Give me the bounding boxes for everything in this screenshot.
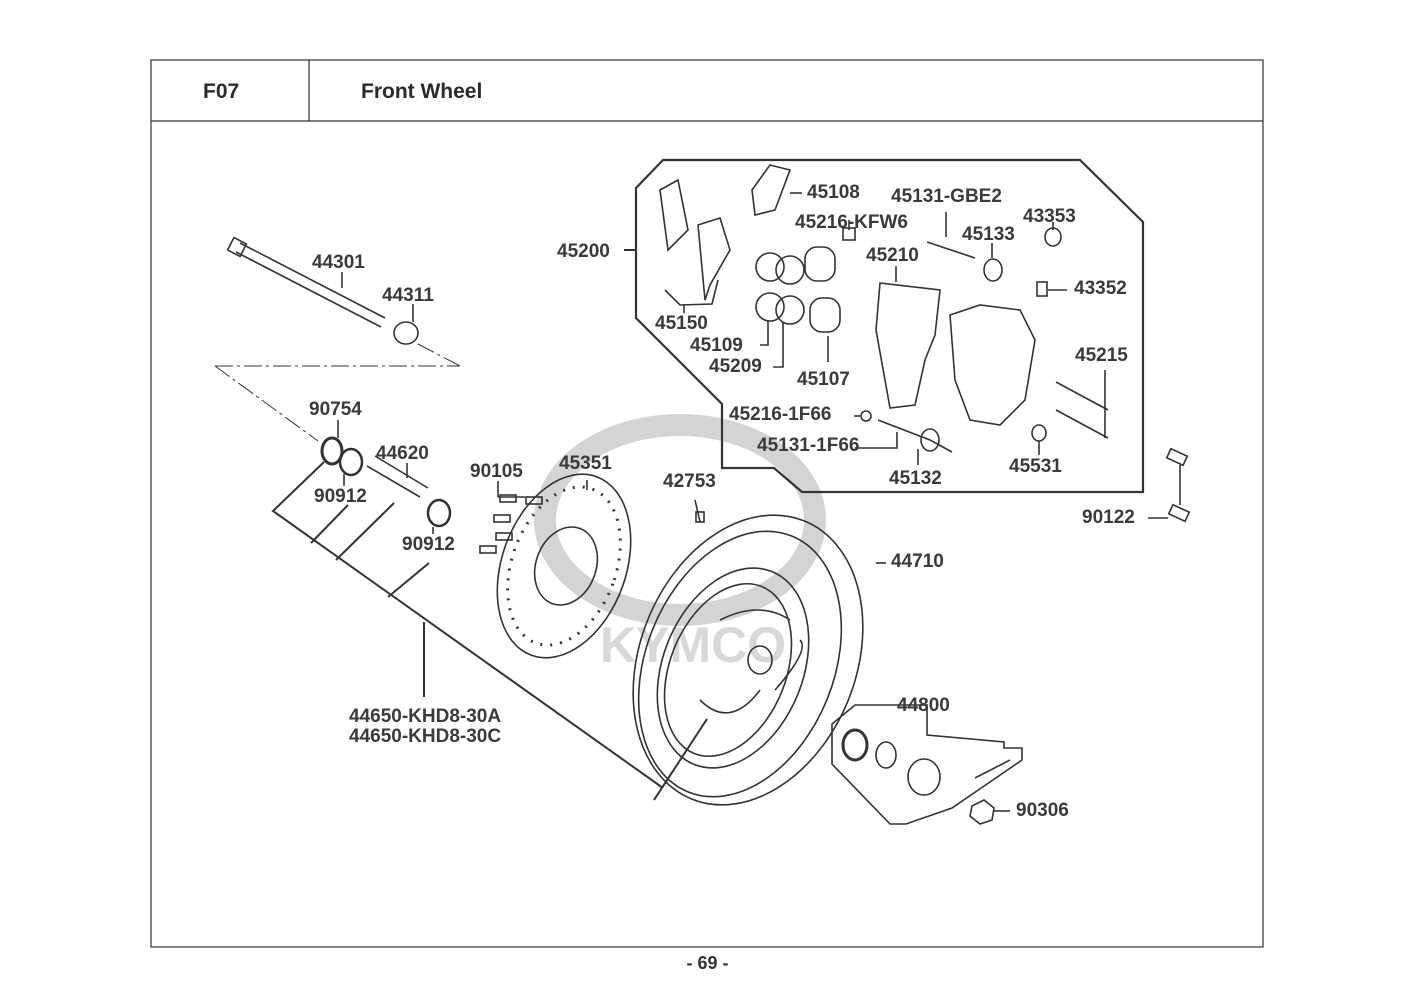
part-label: 45132 (889, 468, 942, 489)
brake-disc-45351 (496, 473, 632, 659)
kymco-watermark-logo: KYMCO (534, 414, 826, 673)
part-label: 45108 (807, 182, 860, 203)
speedometer-gear-44800 (831, 704, 1023, 825)
part-label: 44650-KHD8-30C (349, 726, 502, 747)
part-label: 90912 (402, 534, 455, 555)
part-label: 45131-1F66 (757, 435, 860, 456)
part-label: 42753 (663, 471, 716, 492)
hub-assembly-leader (271, 461, 664, 789)
part-label: 90306 (1016, 800, 1069, 821)
part-label: 44800 (897, 695, 950, 716)
dashed-axis-lines (214, 343, 461, 442)
page-frame (150, 59, 1264, 948)
part-label: 90105 (470, 461, 523, 482)
part-label: 90912 (314, 486, 367, 507)
part-label: 44650-KHD8-30A (349, 706, 502, 727)
part-label: 45131-GBE2 (891, 186, 1002, 207)
section-title: Front Wheel (361, 80, 483, 103)
part-label: 45109 (690, 335, 743, 356)
disc-bolts-90105 (479, 481, 543, 554)
part-label: 45210 (866, 245, 919, 266)
page-number: - 69 - (686, 953, 729, 973)
part-label: 45216-KFW6 (795, 212, 908, 233)
front-wheel-44710 (632, 499, 886, 806)
part-label: 44620 (376, 443, 429, 464)
bolts-90122 (1148, 447, 1191, 523)
part-label: 45351 (559, 453, 612, 474)
section-code: F07 (203, 80, 240, 103)
part-label: 90122 (1082, 507, 1135, 528)
part-label: 45133 (962, 224, 1015, 245)
part-label: 45531 (1009, 456, 1062, 477)
svg-text:KYMCO: KYMCO (600, 617, 786, 673)
part-label: 90754 (309, 399, 362, 420)
part-label: 45209 (709, 356, 762, 377)
part-label: 44311 (382, 285, 434, 306)
part-label: 44301 (312, 252, 365, 273)
caliper-assembly-outline (634, 158, 1145, 494)
axle-44301 (226, 236, 419, 345)
hub-parts (320, 420, 452, 534)
part-label: 43353 (1023, 206, 1076, 227)
part-label: 45216-1F66 (729, 404, 832, 425)
part-label: 43352 (1074, 278, 1127, 299)
part-label: 45200 (557, 241, 610, 262)
part-label: 45150 (655, 313, 708, 334)
part-label: 45107 (797, 369, 850, 390)
part-label: 44710 (891, 551, 944, 572)
caliper-parts (659, 164, 1109, 465)
part-label: 45215 (1075, 345, 1128, 366)
